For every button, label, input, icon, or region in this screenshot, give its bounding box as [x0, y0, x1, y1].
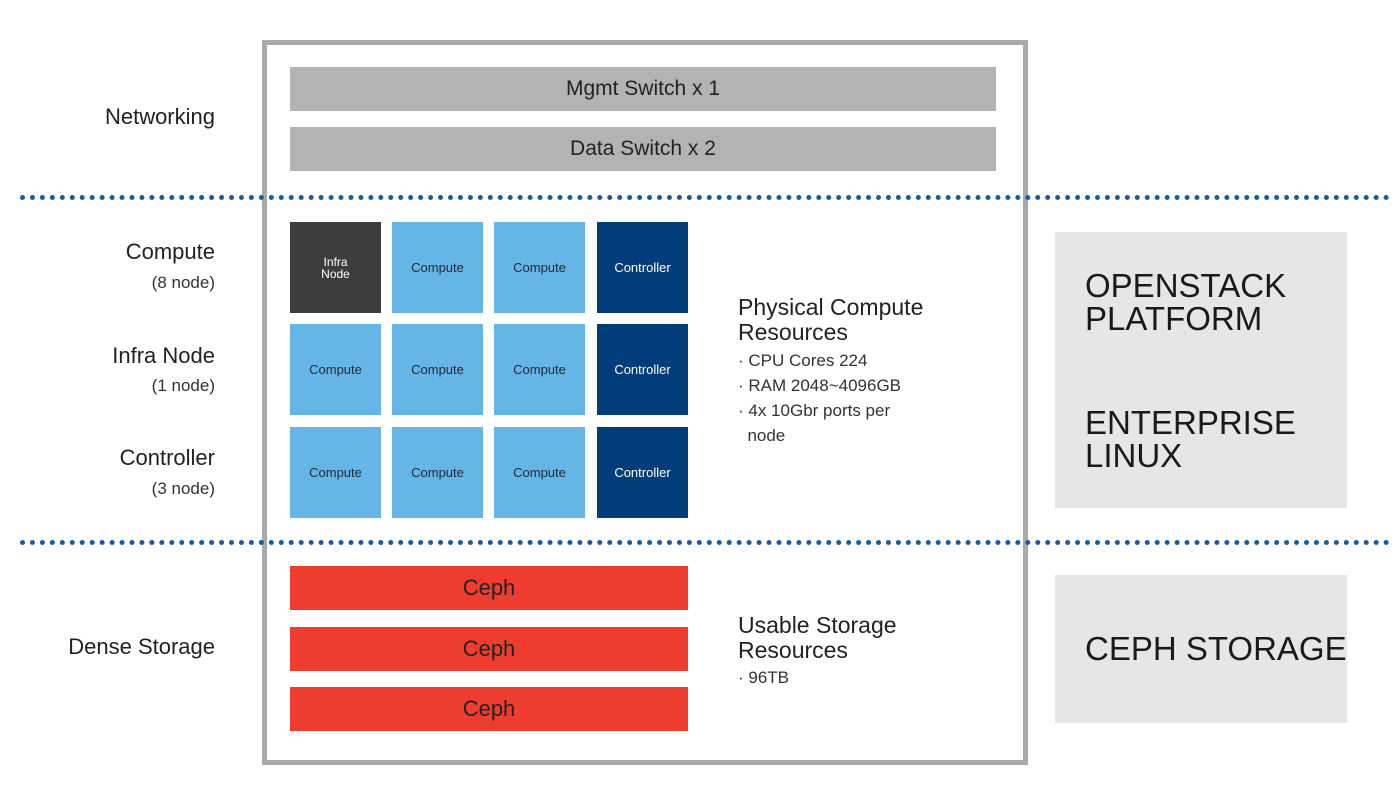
- ceph-storage-label: CEPH STORAGE: [1085, 630, 1347, 667]
- rack-frame: [262, 40, 1028, 765]
- software-stack-panel: OPENSTACK PLATFORM ENTERPRISE LINUX: [1055, 232, 1347, 508]
- storage-resource-item: · 96TB: [738, 668, 790, 687]
- compute-resource-item: · CPU Cores 224: [738, 351, 868, 370]
- compute-node: Compute: [392, 324, 483, 415]
- compute-count: (8 node): [151, 273, 215, 292]
- compute-node: Compute: [290, 324, 381, 415]
- controller-node: Controller: [597, 324, 688, 415]
- controller-node: Controller: [597, 222, 688, 313]
- ceph-node: Ceph: [290, 566, 688, 610]
- controller-node: Controller: [597, 427, 688, 518]
- infra-node-label: Infra Node: [112, 343, 215, 368]
- ceph-node: Ceph: [290, 687, 688, 731]
- compute-node: Compute: [494, 324, 585, 415]
- divider-compute-storage: [20, 540, 1390, 545]
- compute-resources-title-line2: Resources: [738, 319, 848, 345]
- controller-label: Controller: [119, 445, 215, 470]
- compute-node: Compute: [494, 427, 585, 518]
- infra-node-count: (1 node): [151, 376, 215, 395]
- enterprise-linux-label-line1: ENTERPRISE: [1085, 404, 1296, 441]
- data-switch: Data Switch x 2: [290, 127, 996, 171]
- compute-label: Compute: [125, 239, 215, 264]
- controller-count: (3 node): [151, 479, 215, 498]
- openstack-label-line1: OPENSTACK: [1085, 267, 1287, 304]
- ceph-node: Ceph: [290, 627, 688, 671]
- ceph-storage-panel: CEPH STORAGE: [1055, 575, 1347, 723]
- compute-node: Compute: [494, 222, 585, 313]
- compute-resource-item: · RAM 2048~4096GB: [738, 376, 902, 395]
- enterprise-linux-label-line2: LINUX: [1085, 437, 1183, 474]
- divider-networking-compute: [20, 195, 1390, 200]
- compute-node: Compute: [392, 222, 483, 313]
- compute-resource-item: node: [738, 426, 786, 445]
- dense-storage-label: Dense Storage: [68, 634, 215, 659]
- networking-label: Networking: [104, 104, 215, 129]
- storage-resources-title-line2: Resources: [738, 637, 848, 663]
- compute-resources-title-line1: Physical Compute: [738, 294, 924, 320]
- mgmt-switch: Mgmt Switch x 1: [290, 67, 996, 111]
- compute-node: Compute: [392, 427, 483, 518]
- openstack-label-line2: PLATFORM: [1085, 300, 1263, 337]
- compute-node: Compute: [290, 427, 381, 518]
- storage-resources-title-line1: Usable Storage: [738, 612, 897, 638]
- compute-resource-item: · 4x 10Gbr ports per: [738, 401, 891, 420]
